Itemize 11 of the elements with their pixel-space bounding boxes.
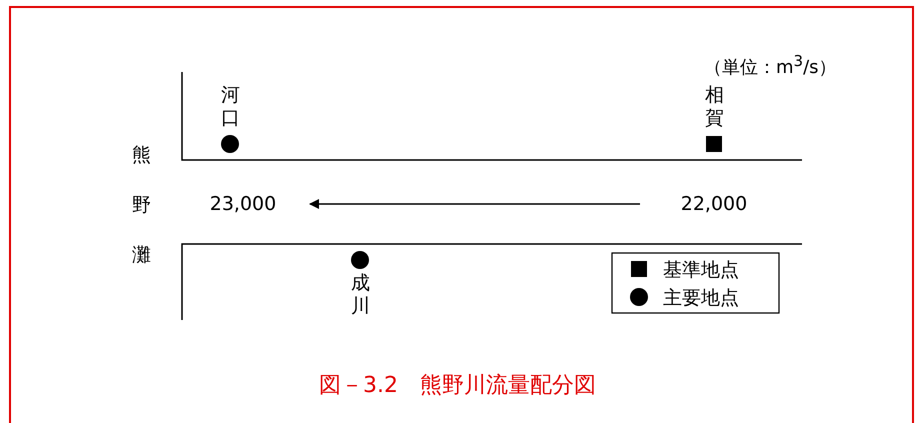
figure-caption: 図－3.2 熊野川流量配分図 — [318, 372, 597, 400]
unit-label: （単位：m$^{3}$/s） — [704, 52, 837, 79]
place-label: 相賀 — [705, 84, 724, 130]
legend-label: 基準地点 — [663, 258, 739, 283]
place-label: 河口 — [221, 84, 240, 130]
flow-value: 23,000 — [202, 192, 284, 216]
sea-label: 熊野灘 — [132, 143, 151, 268]
flow-arrow — [309, 199, 640, 209]
flow-value: 22,000 — [676, 192, 752, 216]
legend-label: 主要地点 — [663, 286, 739, 311]
place-label: 成川 — [351, 272, 370, 318]
